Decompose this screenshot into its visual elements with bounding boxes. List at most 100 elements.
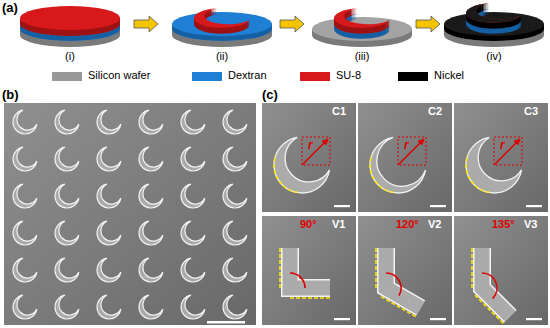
- crescent-particle: [139, 110, 163, 134]
- radius-arrow: [302, 139, 328, 165]
- crescent-particle: [274, 137, 330, 193]
- sample-label: C3: [524, 105, 538, 118]
- legend-swatch: [398, 72, 428, 81]
- legend-text: Nickel: [434, 69, 464, 82]
- crescent-particle: [223, 258, 247, 282]
- crescent-top: [466, 3, 522, 22]
- sem-tile: [262, 216, 356, 325]
- crescent-particle: [13, 110, 37, 134]
- nickel-cap: [466, 3, 522, 22]
- crescent-particle: [55, 221, 79, 245]
- crescent-particle: [13, 184, 37, 208]
- edge-trace: [370, 155, 393, 192]
- crescent-particle: [181, 295, 205, 319]
- sem-tile: [262, 103, 356, 212]
- step-label: (i): [65, 50, 75, 63]
- sample-label: V2: [428, 218, 441, 231]
- crescent-side: [466, 4, 522, 23]
- angle-label: 120°: [396, 218, 419, 231]
- radius-label: r: [308, 139, 313, 153]
- edge-trace: [375, 248, 377, 288]
- crescent-particle: [181, 147, 205, 171]
- sem-array: [4, 103, 256, 325]
- radius-box: [398, 137, 426, 165]
- crescent-particle: [139, 221, 163, 245]
- sem-tile: [358, 103, 452, 212]
- angle-arc: [482, 273, 497, 299]
- sample-label: V3: [524, 218, 537, 231]
- v-particle: [290, 248, 330, 288]
- edge-trace: [290, 297, 330, 299]
- sem-background: [262, 216, 356, 325]
- angle-arc: [386, 273, 401, 296]
- radius-box: [494, 137, 522, 165]
- step-arrow: [416, 16, 440, 32]
- crescent-particle: [13, 221, 37, 245]
- scale-bar: [430, 318, 446, 320]
- scale-bar: [334, 205, 350, 207]
- crescent-particle: [223, 295, 247, 319]
- step-label: (ii): [216, 50, 228, 63]
- sample-label: C1: [332, 105, 346, 118]
- crescent-particle: [223, 147, 247, 171]
- sem-tile: [454, 103, 548, 212]
- crescent-particle: [97, 295, 121, 319]
- scale-bar: [430, 205, 446, 207]
- sem-background: [4, 103, 256, 325]
- sem-background: [358, 216, 452, 325]
- legend-swatch: [52, 72, 82, 81]
- edge-trace: [466, 155, 489, 192]
- crescent-particle: [55, 295, 79, 319]
- sem-tile: [454, 216, 548, 325]
- legend-text: Dextran: [228, 69, 267, 82]
- legend-swatch: [300, 72, 330, 81]
- crescent-particle: [139, 258, 163, 282]
- sample-label: C2: [428, 105, 442, 118]
- edge-trace: [381, 297, 416, 317]
- edge-trace: [471, 248, 473, 288]
- crescent-particle: [97, 110, 121, 134]
- crescent-particle: [181, 184, 205, 208]
- sem-background: [358, 103, 452, 212]
- crescent-particle: [55, 110, 79, 134]
- scale-bar: [334, 318, 350, 320]
- crescent-side: [194, 9, 250, 28]
- scale-bar: [207, 321, 245, 324]
- angle-label: 135°: [492, 218, 515, 231]
- radius-arrow: [398, 139, 424, 165]
- crescent-top: [194, 8, 250, 27]
- crescent-particle: [13, 258, 37, 282]
- step-label: (iii): [355, 50, 370, 63]
- sem-background: [262, 103, 356, 212]
- sem-background: [454, 103, 548, 212]
- edge-trace: [279, 248, 281, 288]
- process-steps: [20, 3, 544, 47]
- crescent-particle: [55, 147, 79, 171]
- crescent-particle: [370, 137, 426, 193]
- step-arrow: [280, 16, 304, 32]
- crescent-particle: [13, 147, 37, 171]
- wafer-stack: [444, 3, 544, 47]
- v-particle: [386, 248, 421, 308]
- scale-bar: [526, 205, 542, 207]
- crescent-particle: [97, 184, 121, 208]
- crescent-particle: [223, 110, 247, 134]
- crescent-particle: [139, 184, 163, 208]
- crescent-particle: [181, 110, 205, 134]
- crescent-particle: [13, 295, 37, 319]
- crescent-top: [334, 8, 390, 27]
- edge-trace: [475, 295, 503, 323]
- crescent-particle: [466, 137, 522, 193]
- scale-bar: [526, 318, 542, 320]
- radius-label: r: [500, 139, 505, 153]
- v-particle-edge: [386, 248, 421, 308]
- wafer-stack: [20, 6, 120, 47]
- crescent-particle: [181, 258, 205, 282]
- crescent-particle: [97, 221, 121, 245]
- crescent-particle: [223, 221, 247, 245]
- angle-label: 90°: [300, 218, 317, 231]
- crescent-particle: [223, 184, 247, 208]
- legend-text: Silicon wafer: [88, 69, 150, 82]
- crescent-particle: [181, 221, 205, 245]
